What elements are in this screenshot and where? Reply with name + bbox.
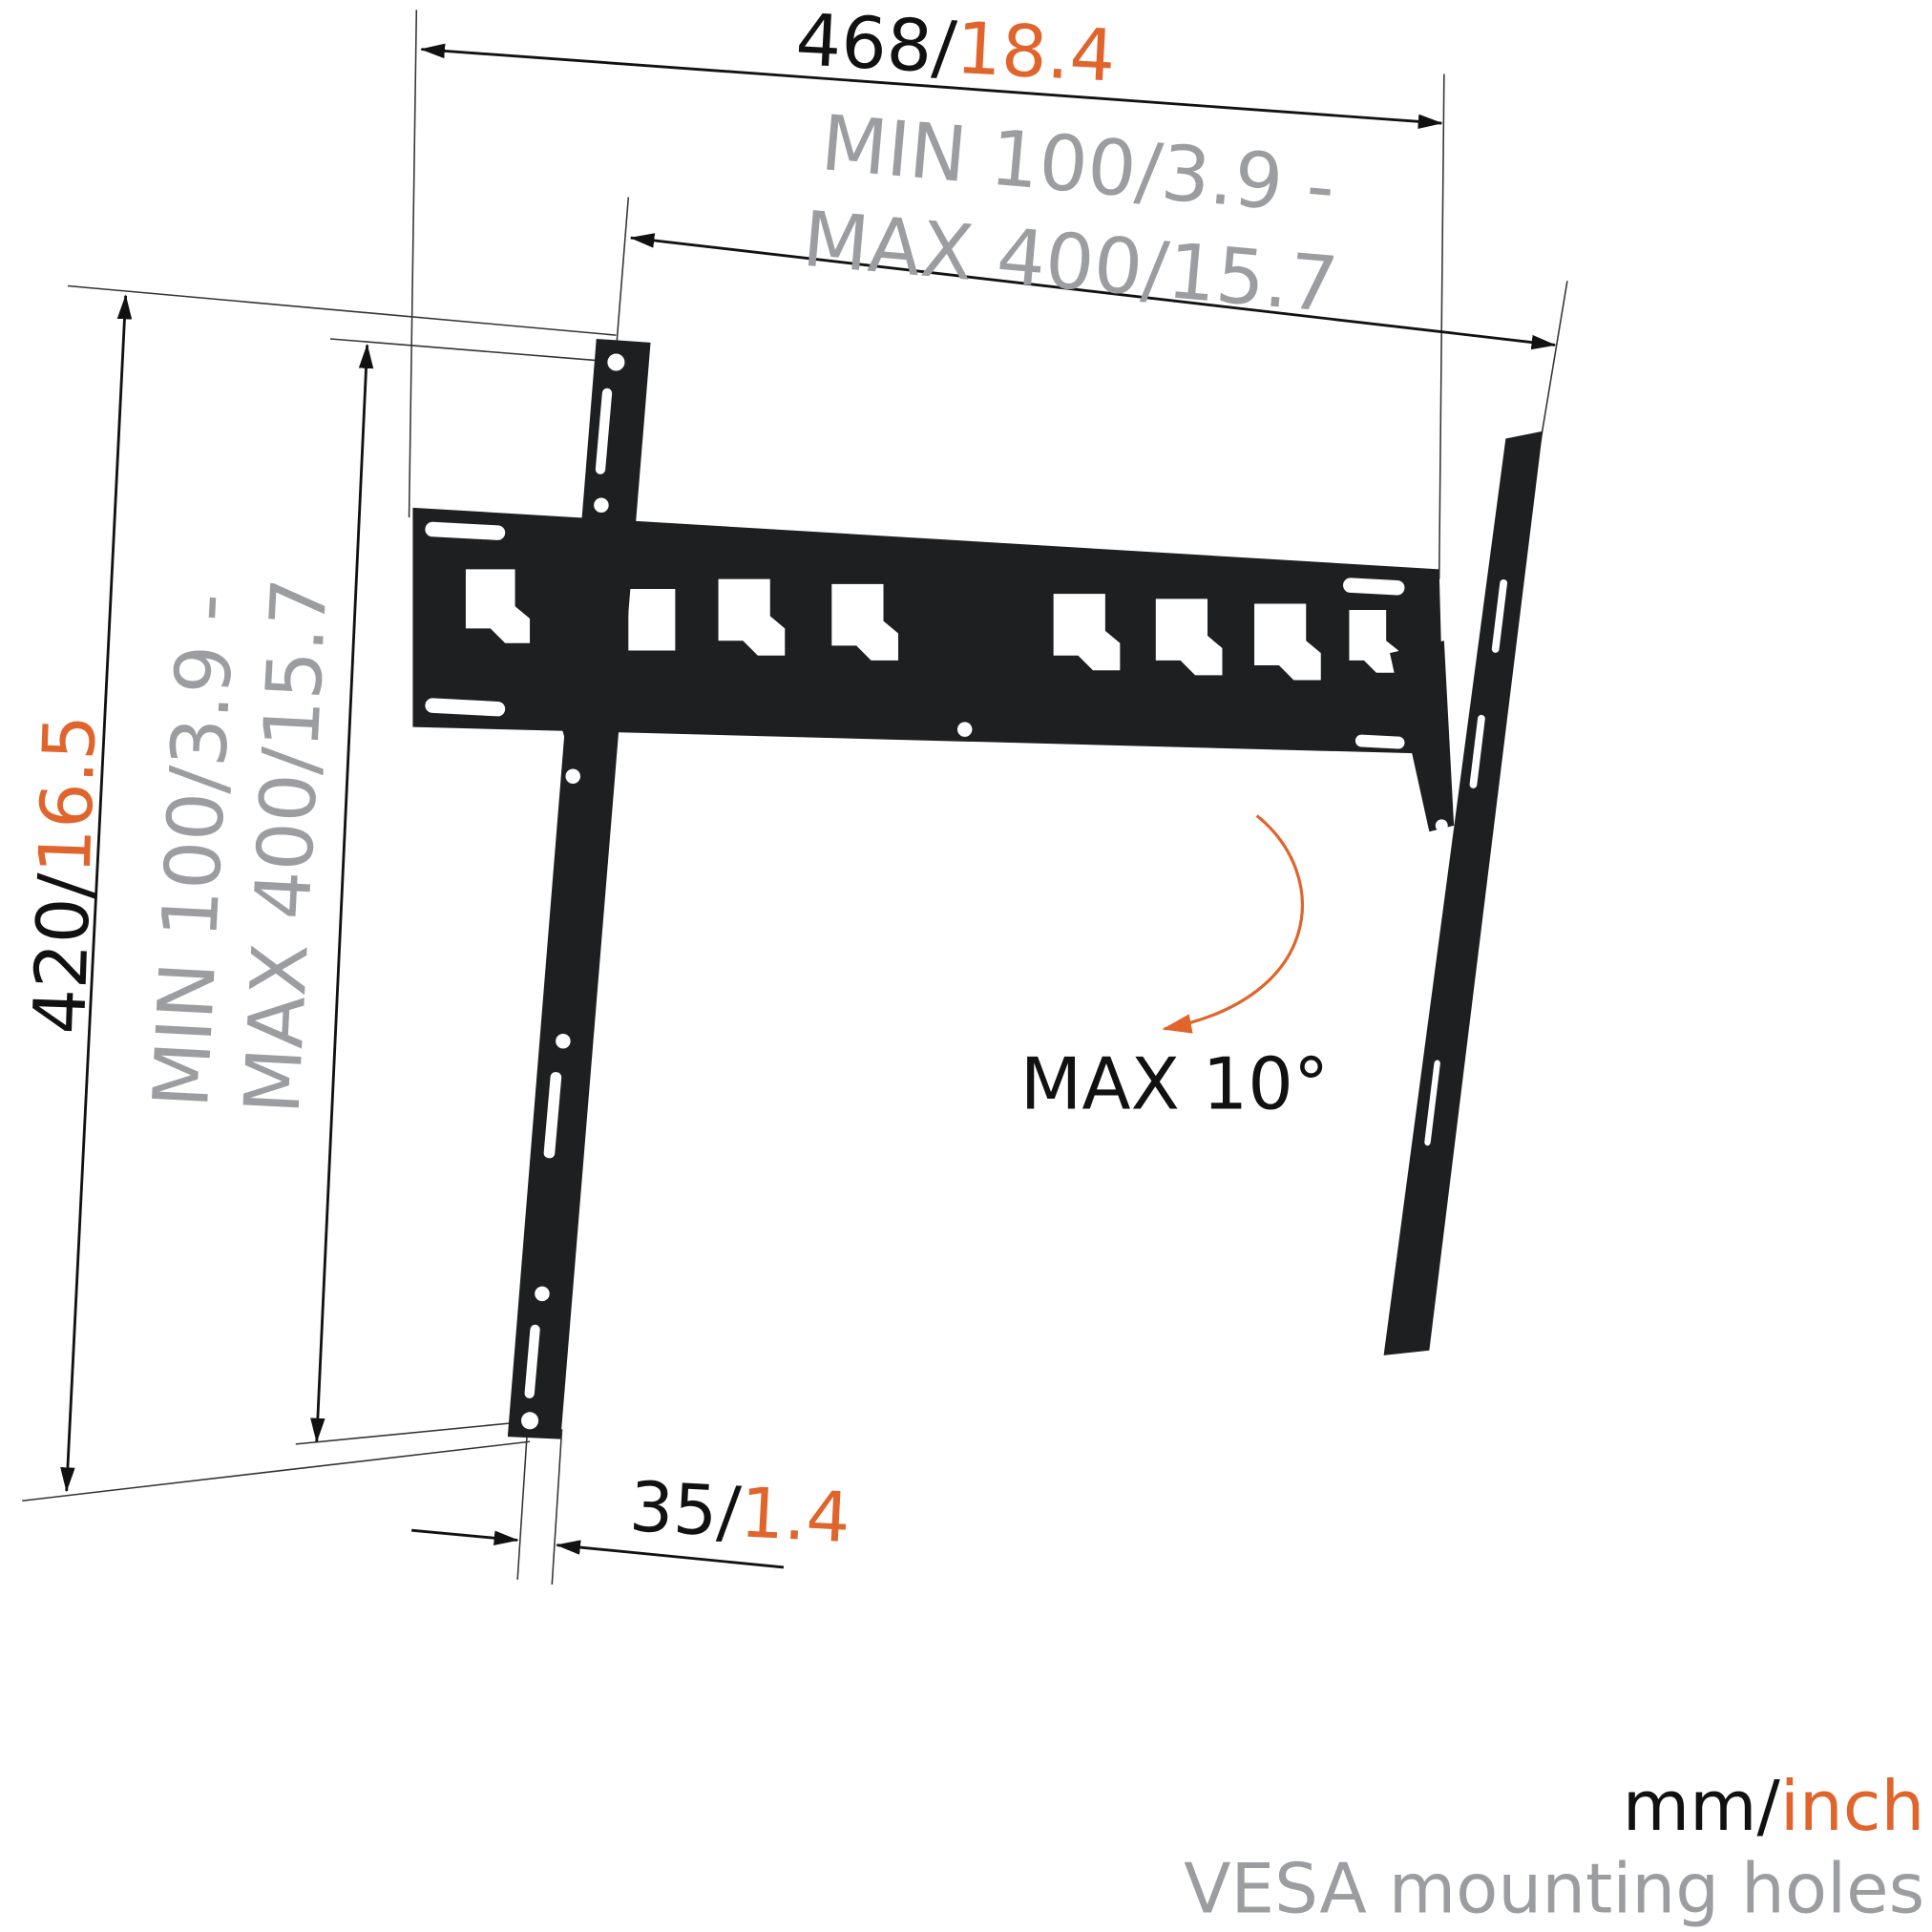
overall-width-arrow <box>420 43 1443 130</box>
overall-height-label: 420/16.5 <box>18 713 113 1036</box>
vesa-note: VESA mounting holes <box>1184 1849 1924 1929</box>
depth-arrow-right <box>556 1540 785 1569</box>
units-legend: mm/inch <box>1623 1767 1925 1847</box>
vesa-height-arrow <box>310 344 374 1443</box>
depth-label: 35/1.4 <box>627 1467 851 1559</box>
tilt-link-left <box>530 616 592 746</box>
overall-height-arrow <box>60 294 133 1493</box>
tv-bracket <box>412 338 1544 1439</box>
tilt-arrow <box>1162 814 1304 1034</box>
tilt-link-right <box>1390 640 1455 832</box>
left-vertical-arm <box>507 338 651 1439</box>
overall-width-label: 468/18.4 <box>794 0 1118 98</box>
wall-rail <box>412 507 1444 754</box>
right-vertical-arm <box>1383 430 1544 1355</box>
tilt-label: MAX 10° <box>1020 1043 1330 1126</box>
depth-arrow-left <box>411 1528 519 1545</box>
vesa-width-arrow <box>629 233 1557 350</box>
rail-slots <box>465 569 1399 681</box>
